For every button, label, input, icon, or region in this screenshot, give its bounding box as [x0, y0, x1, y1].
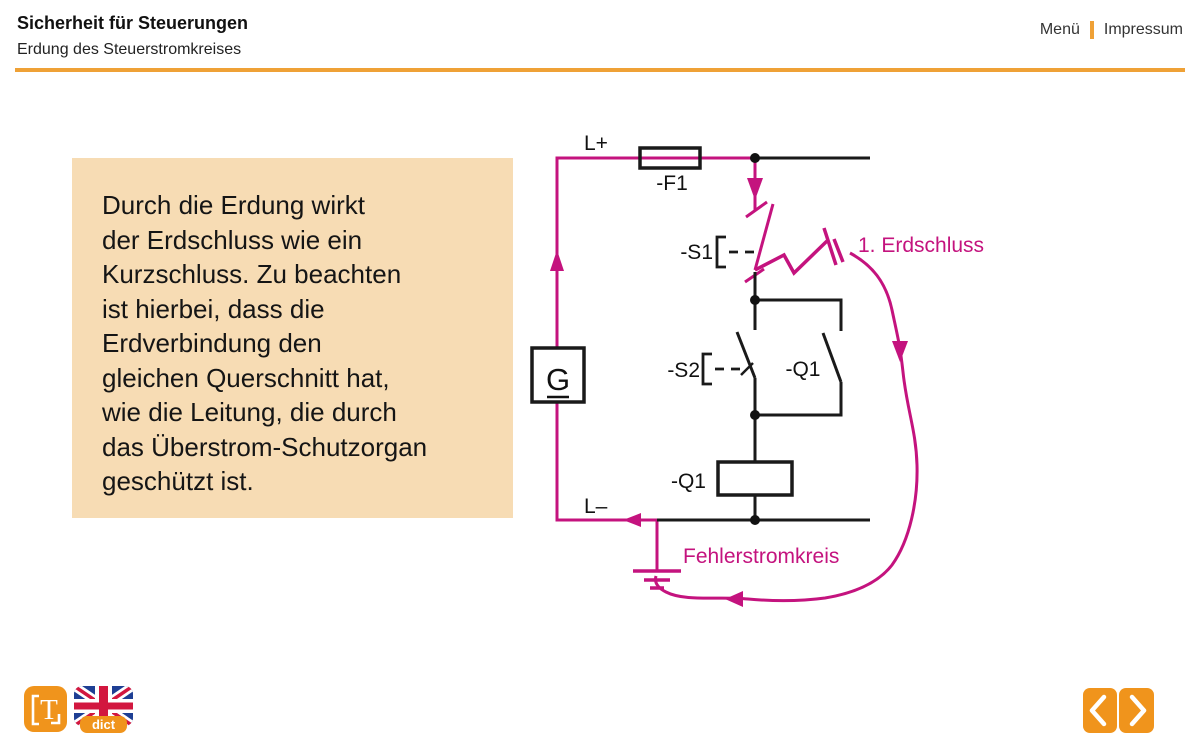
- fault-current-path: [654, 251, 919, 603]
- arrow-down-icon: [892, 341, 908, 362]
- info-line: das Überstrom-Schutzorgan: [102, 431, 428, 462]
- l-plus-label: L+: [584, 132, 608, 155]
- fault-zigzag-icon: [754, 239, 829, 276]
- q1-coil-symbol: [716, 460, 794, 497]
- arrow-up-icon: [550, 250, 564, 271]
- info-line: der Erdschluss wie ein: [102, 224, 363, 255]
- s2-dash-tick: [740, 362, 754, 376]
- s2-lever: [735, 331, 757, 379]
- earth-fault-symbol: [822, 227, 845, 266]
- page-title: Sicherheit für Steuerungen: [17, 13, 249, 33]
- q1-coil-label: -Q1: [671, 470, 706, 493]
- fehlerstromkreis-label: Fehlerstromkreis: [683, 545, 839, 568]
- generator-box: [530, 346, 586, 404]
- lexicon-icon: T: [24, 686, 67, 732]
- info-line: Kurzschluss. Zu beachten: [102, 259, 402, 289]
- junction-dot: [750, 295, 760, 305]
- lexicon-button[interactable]: T: [24, 686, 67, 732]
- info-line: Erdverbindung den: [102, 328, 322, 358]
- uk-flag-dict-icon: dict: [74, 686, 133, 733]
- svg-text:dict: dict: [92, 717, 116, 732]
- fuse-label: -F1: [656, 172, 688, 195]
- info-line: geschützt ist.: [102, 466, 254, 496]
- s1-bracket: [715, 235, 726, 269]
- info-text: Durch die Erdung wirkt der Erdschluss wi…: [102, 188, 427, 499]
- impressum-link[interactable]: Impressum: [1103, 21, 1183, 38]
- s1-lever: [753, 203, 775, 271]
- info-box: Durch die Erdung wirkt der Erdschluss wi…: [72, 158, 513, 518]
- magenta-supply-loop: [555, 156, 755, 522]
- info-line: ist hierbei, dass die: [102, 293, 325, 324]
- junction-dot: [750, 410, 760, 420]
- info-line: gleichen Querschnitt hat,: [102, 362, 390, 393]
- l-minus-label: L–: [584, 495, 608, 518]
- junction-dot: [750, 515, 760, 525]
- chevron-left-icon: [1089, 694, 1107, 727]
- info-line: wie die Leitung, die durch: [102, 397, 397, 427]
- page-subtitle: Erdung des Steuerstromkreises: [17, 41, 242, 58]
- menu-link[interactable]: Menü: [1039, 21, 1080, 38]
- q1-contact-label: -Q1: [785, 358, 820, 381]
- s2-label: -S2: [667, 359, 700, 382]
- arrow-left-icon: [725, 591, 743, 607]
- chevron-right-icon: [1129, 694, 1147, 727]
- q1-lever: [821, 332, 843, 383]
- header-rule: [15, 68, 1185, 72]
- q1-branch-bottom: [755, 382, 843, 417]
- divider-pipe: [1089, 21, 1094, 39]
- s1-label: -S1: [680, 241, 713, 264]
- generator-label: G: [546, 362, 570, 397]
- arrow-down-icon: [747, 178, 763, 200]
- s1-top-tick: [745, 200, 768, 219]
- q1-branch-top: [755, 298, 843, 331]
- svg-text:T: T: [40, 694, 58, 726]
- dictionary-button[interactable]: dict: [74, 686, 133, 733]
- arrow-left-icon: [623, 513, 641, 527]
- next-button[interactable]: [1119, 688, 1154, 733]
- prev-button[interactable]: [1083, 688, 1117, 733]
- fuse-symbol: [638, 146, 702, 170]
- circuit-diagram: G: [520, 110, 1000, 630]
- erdschluss-label: 1. Erdschluss: [858, 234, 984, 257]
- info-line: Durch die Erdung wirkt: [102, 190, 365, 220]
- s2-bracket: [701, 352, 712, 386]
- header-links: Menü Impressum: [1040, 21, 1183, 39]
- junction-dot: [750, 153, 760, 163]
